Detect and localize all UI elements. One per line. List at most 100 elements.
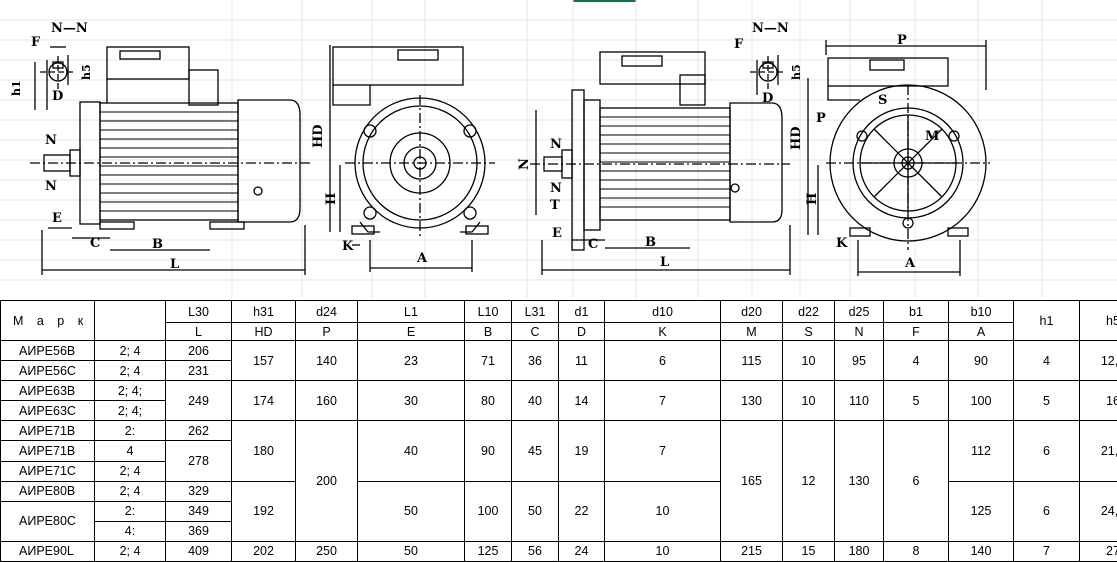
- table-row: АИРЕ71С 2; 4: [0, 460, 1117, 482]
- value-cell: 24: [558, 540, 605, 562]
- label-d-1: D: [52, 89, 63, 104]
- value-cell: 19: [558, 420, 605, 482]
- value-cell: 56: [511, 540, 559, 562]
- table-row: АИРЕ63С 2; 4;: [0, 400, 1117, 422]
- model-cell: АИРЕ63С: [0, 400, 95, 422]
- value-cell: 130: [834, 420, 884, 542]
- value-cell: 4: [1013, 340, 1080, 382]
- header-marka: М а р к а: [0, 299, 95, 342]
- value-cell: 7: [604, 420, 721, 482]
- value-cell: 16: [1079, 380, 1117, 422]
- value-cell: 192: [231, 480, 296, 542]
- value-cell: 7: [1013, 540, 1080, 562]
- value-cell: 21,5: [1079, 420, 1117, 482]
- value-cell: 71: [464, 340, 512, 382]
- header-cell: B: [464, 322, 512, 342]
- front-view-flange-mount: [807, 40, 990, 276]
- poles-cell: 2:: [94, 500, 166, 522]
- header-cell: S: [782, 322, 835, 342]
- header-row-1: М а р к а L30 h31 d24 L1 L10 L31 d1 d10 …: [0, 299, 1117, 342]
- value-cell: 50: [357, 540, 465, 562]
- value-cell: 27: [1079, 540, 1117, 562]
- header-cell: L31: [511, 299, 559, 324]
- label-b-3: B: [645, 235, 656, 250]
- side-view-foot-mount: [30, 46, 310, 275]
- value-cell: 90: [464, 420, 512, 482]
- header-cell: d24: [295, 299, 358, 324]
- header-cell: D: [558, 322, 605, 342]
- label-m-4: M: [925, 129, 939, 144]
- label-c-1: C: [90, 236, 100, 251]
- label-p-4: P: [897, 33, 907, 48]
- table-row: АИРЕ56В 2; 4 206 157 140 23 71 36 11 6 1…: [0, 340, 1117, 382]
- model-cell: АИРЕ56С: [0, 360, 95, 382]
- value-cell: 23: [357, 340, 465, 382]
- header-cell: L30: [165, 299, 232, 324]
- value-cell: 206: [165, 340, 232, 362]
- label-l-3: L: [660, 255, 669, 270]
- value-cell: 4: [883, 340, 949, 382]
- table-row: АИРЕ56С 2; 4 231: [0, 360, 1117, 382]
- label-a-4: A: [904, 256, 916, 271]
- label-h5-1: h5: [80, 64, 93, 80]
- table-row: АИРЕ63В 2; 4; 249 174 160 30 80 40 14 7 …: [0, 380, 1117, 422]
- value-cell: 202: [231, 540, 296, 562]
- value-cell: 180: [834, 540, 884, 562]
- label-f-1: F: [31, 35, 41, 50]
- value-cell: 22: [558, 480, 605, 542]
- poles-cell: 2; 4: [94, 460, 166, 482]
- poles-cell: 4: [94, 440, 166, 462]
- header-cell: d22: [782, 299, 835, 324]
- label-n-3: N: [517, 158, 532, 170]
- label-n-3b: N: [550, 181, 562, 196]
- label-s-4: S: [878, 93, 887, 108]
- model-cell: АИРЕ71В: [0, 440, 95, 462]
- value-cell: 215: [720, 540, 783, 562]
- value-cell: 125: [464, 540, 512, 562]
- value-cell: 125: [948, 480, 1014, 542]
- value-cell: 15: [782, 540, 835, 562]
- value-cell: 6: [883, 420, 949, 542]
- poles-cell: 2; 4: [94, 340, 166, 362]
- header-cell: M: [720, 322, 783, 342]
- value-cell: 165: [720, 420, 783, 542]
- value-cell: 115: [720, 340, 783, 382]
- poles-cell: 2; 4;: [94, 400, 166, 422]
- poles-cell: 4:: [94, 520, 166, 542]
- value-cell: 80: [464, 380, 512, 422]
- value-cell: 174: [231, 380, 296, 422]
- label-l-1: L: [170, 257, 179, 272]
- label-k-4: K: [836, 236, 848, 251]
- value-cell: 30: [357, 380, 465, 422]
- value-cell: 5: [1013, 380, 1080, 422]
- side-view-flange-mount: [530, 51, 791, 275]
- value-cell: 130: [720, 380, 783, 422]
- sheet-gridlines: [0, 0, 1117, 298]
- value-cell: 10: [604, 540, 721, 562]
- value-cell: 40: [357, 420, 465, 482]
- value-cell: 40: [511, 380, 559, 422]
- header-cell: L1: [357, 299, 465, 324]
- header-cell: d10: [604, 299, 721, 324]
- header-cell: E: [357, 322, 465, 342]
- value-cell: 100: [948, 380, 1014, 422]
- label-h5-3: h5: [790, 64, 803, 80]
- value-cell: 12: [782, 420, 835, 542]
- value-cell: 10: [782, 380, 835, 422]
- header-cell: L10: [464, 299, 512, 324]
- value-cell: 14: [558, 380, 605, 422]
- table-row: АИРЕ90L 2; 4 409 202 250 50 125 56 24 10…: [0, 540, 1117, 562]
- label-h-4: H: [805, 193, 820, 205]
- value-cell: 24,5: [1079, 480, 1117, 542]
- value-cell: 7: [604, 380, 721, 422]
- value-cell: 5: [883, 380, 949, 422]
- model-cell: АИРЕ56В: [0, 340, 95, 362]
- value-cell: 349: [165, 500, 232, 522]
- label-f-3: F: [734, 37, 744, 52]
- poles-cell: 2; 4: [94, 360, 166, 382]
- label-a-2: A: [416, 251, 428, 266]
- value-cell: 160: [295, 380, 358, 422]
- header-cell: K: [604, 322, 721, 342]
- label-n-1b: N: [45, 179, 57, 194]
- header-cell: N: [834, 322, 884, 342]
